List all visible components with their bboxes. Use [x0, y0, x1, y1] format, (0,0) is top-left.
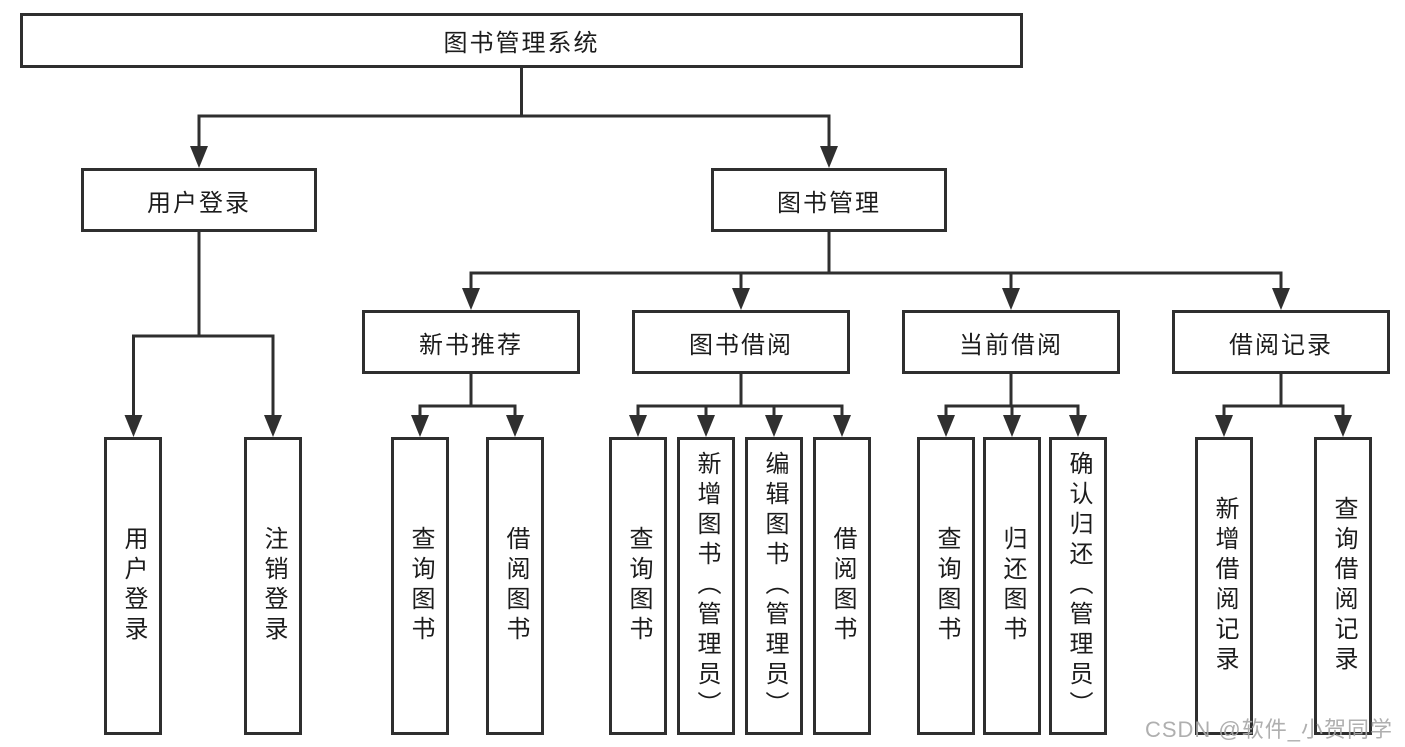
node-label: 确认归还（管理员） [1065, 451, 1092, 721]
node-label: 用户登录 [147, 189, 251, 217]
node-label: 归还图书 [999, 526, 1026, 646]
leaf-borrow-books-recommend: 借阅图书 [486, 437, 544, 735]
node-label: 借阅记录 [1229, 331, 1333, 359]
node-label: 新增借阅记录 [1211, 496, 1238, 676]
node-label: 新书推荐 [419, 331, 523, 359]
node-book-management: 图书管理 [711, 168, 947, 232]
csdn-watermark: CSDN @软件_小贺同学 [1144, 717, 1393, 742]
leaf-query-books-borrow: 查询图书 [609, 437, 667, 735]
node-label: 用户登录 [120, 526, 147, 646]
connector-book-borrow-children [629, 374, 851, 437]
node-label: 图书管理 [777, 189, 881, 217]
node-label: 查询图书 [407, 526, 434, 646]
leaf-logout: 注销登录 [244, 437, 302, 735]
leaf-query-books-recommend: 查询图书 [391, 437, 449, 735]
node-label: 图书借阅 [689, 331, 793, 359]
leaf-query-borrow-record: 查询借阅记录 [1314, 437, 1372, 735]
node-label: 查询借阅记录 [1330, 496, 1357, 676]
node-label: 图书管理系统 [443, 30, 600, 57]
node-label: 借阅图书 [829, 526, 856, 646]
node-label: 借阅图书 [502, 526, 529, 646]
node-current-borrowing: 当前借阅 [902, 310, 1120, 374]
node-new-book-recommend: 新书推荐 [362, 310, 580, 374]
leaf-return-book: 归还图书 [983, 437, 1041, 735]
leaf-add-book-admin: 新增图书（管理员） [677, 437, 735, 735]
connector-book-mgmt-to-level3 [462, 232, 1290, 310]
connector-user-login-children [124, 232, 282, 437]
leaf-add-borrow-record: 新增借阅记录 [1195, 437, 1253, 735]
node-user-login: 用户登录 [81, 168, 317, 232]
leaf-borrow-books: 借阅图书 [813, 437, 871, 735]
connector-current-borrow-children [937, 374, 1087, 437]
connector-root-to-level2 [190, 68, 838, 168]
node-book-borrowing: 图书借阅 [632, 310, 850, 374]
node-label: 新增图书（管理员） [693, 451, 720, 721]
connector-borrow-record-children [1215, 374, 1352, 437]
leaf-user-login: 用户登录 [104, 437, 162, 735]
connector-new-book-children [411, 374, 524, 437]
leaf-confirm-return-admin: 确认归还（管理员） [1049, 437, 1107, 735]
leaf-edit-book-admin: 编辑图书（管理员） [745, 437, 803, 735]
node-label: 当前借阅 [959, 331, 1063, 359]
node-label: 查询图书 [625, 526, 652, 646]
node-library-system-root: 图书管理系统 [20, 13, 1023, 68]
node-borrowing-records: 借阅记录 [1172, 310, 1390, 374]
node-label: 查询图书 [933, 526, 960, 646]
leaf-query-books-current: 查询图书 [917, 437, 975, 735]
node-label: 编辑图书（管理员） [761, 451, 788, 721]
node-label: 注销登录 [260, 526, 287, 646]
